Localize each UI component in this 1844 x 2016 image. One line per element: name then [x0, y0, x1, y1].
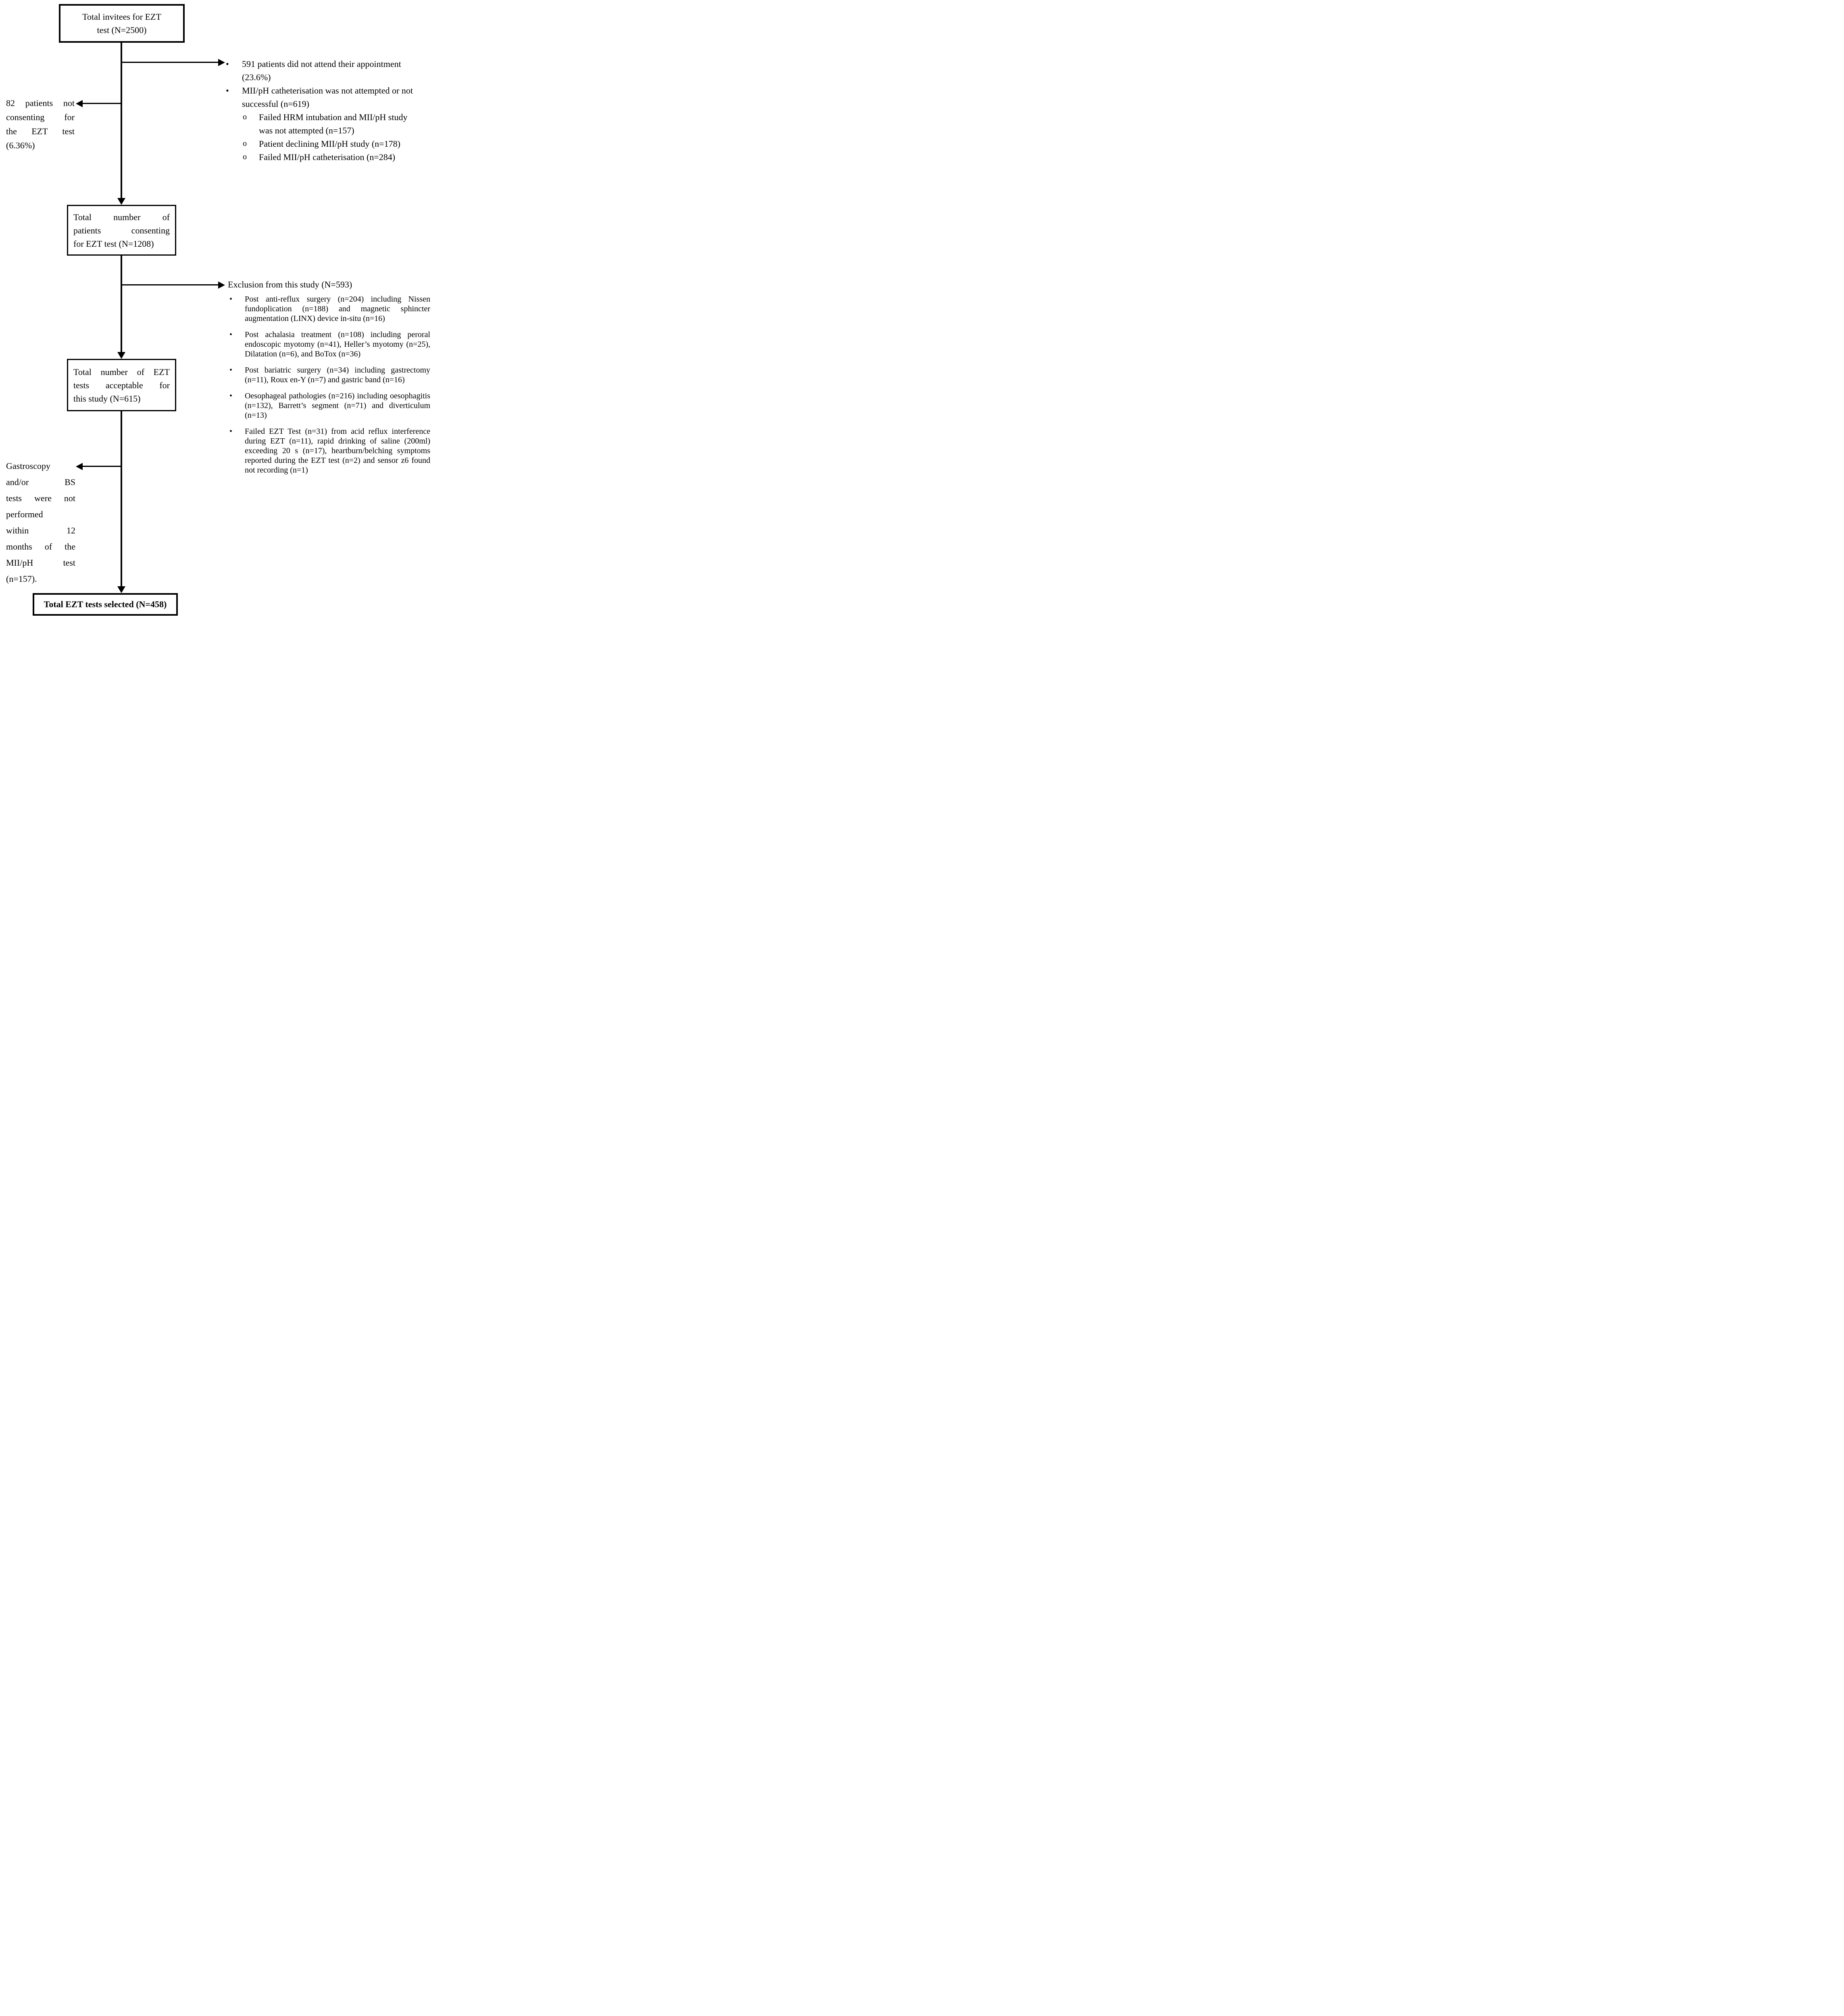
exclusion-list: Exclusion from this study (N=593) • Post… [228, 280, 448, 475]
note-gastroscopy-line5: within 12 [6, 525, 75, 535]
box-total-consenting-line1: Total number of [73, 212, 170, 222]
box-total-selected-label: Total EZT tests selected (N=458) [44, 599, 167, 609]
note-gastroscopy-line4: performed [6, 509, 43, 519]
box-total-acceptable-line3: this study (N=615) [73, 393, 141, 404]
list-item: o Failed HRM intubation and MII/pH study… [243, 110, 422, 137]
list-item-text: Patient declining MII/pH study (n=178) [259, 139, 400, 149]
box-total-consenting-line2: patients consenting [73, 225, 170, 235]
note-gastroscopy-line1: Gastroscopy [6, 461, 50, 471]
box-total-invitees: Total invitees for EZT test (N=2500) [59, 4, 185, 43]
bullet-icon: • [229, 366, 233, 375]
arrowhead-down-icon [117, 586, 125, 593]
note-gastroscopy-line2: and/or BS [6, 477, 75, 487]
note-not-consenting-line2: consenting for [6, 112, 75, 122]
exclusion-header: Exclusion from this study (N=593) [228, 279, 352, 289]
connector-branch-exclusion [121, 284, 218, 285]
connector-branch-not-consenting [83, 103, 121, 104]
note-gastroscopy-line8: (n=157). [6, 574, 37, 584]
list-item-text: Oesophageal pathologies (n=216) includin… [245, 392, 430, 420]
connector-spine-segment-1 [121, 43, 122, 198]
box-total-invitees-line2: test (N=2500) [97, 25, 147, 35]
list-item: o Failed MII/pH catheterisation (n=284) [243, 150, 422, 164]
bullet-icon: • [229, 330, 233, 339]
note-gastroscopy-line6: months of the [6, 541, 75, 552]
box-total-consenting-line3: for EZT test (N=1208) [73, 238, 154, 249]
note-not-consenting-line4: (6.36%) [6, 140, 35, 150]
connector-spine-segment-3 [121, 411, 122, 587]
list-item: • Post bariatric surgery (n=34) includin… [228, 365, 448, 385]
bullet-icon: • [229, 427, 233, 436]
arrowhead-right-icon [218, 281, 225, 289]
box-total-invitees-line1: Total invitees for EZT [82, 12, 161, 22]
box-total-acceptable-line1: Total number of EZT [73, 367, 170, 377]
box-total-selected: Total EZT tests selected (N=458) [33, 593, 178, 616]
arrowhead-left-icon [76, 100, 83, 107]
note-gastroscopy-line3: tests were not [6, 493, 75, 503]
attrition-list: • 591 patients did not attend their appo… [226, 57, 422, 164]
list-item-text: Failed HRM intubation and MII/pH study w… [259, 112, 408, 135]
bullet-icon: • [226, 85, 229, 96]
box-total-consenting: Total number of patients consenting for … [67, 205, 176, 256]
list-item: • Oesophageal pathologies (n=216) includ… [228, 391, 448, 420]
circle-bullet-icon: o [243, 152, 247, 161]
list-item-text: Post achalasia treatment (n=108) includi… [245, 330, 430, 358]
arrowhead-down-icon [117, 198, 125, 205]
bullet-icon: • [229, 295, 233, 304]
list-item-text: Failed EZT Test (n=31) from acid reflux … [245, 427, 430, 475]
list-item-text: Post bariatric surgery (n=34) including … [245, 366, 430, 384]
flow-diagram: Total invitees for EZT test (N=2500) 82 … [0, 0, 461, 619]
list-item: • MII/pH catheterisation was not attempt… [226, 84, 422, 110]
list-item: • 591 patients did not attend their appo… [226, 57, 422, 84]
circle-bullet-icon: o [243, 112, 247, 121]
circle-bullet-icon: o [243, 139, 247, 148]
list-item: o Patient declining MII/pH study (n=178) [243, 137, 422, 150]
note-not-consenting: 82 patients not consenting for the EZT t… [6, 96, 75, 152]
connector-spine-segment-2 [121, 256, 122, 352]
note-not-consenting-line3: the EZT test [6, 126, 75, 136]
list-item: • Post achalasia treatment (n=108) inclu… [228, 330, 448, 359]
list-item-text: Failed MII/pH catheterisation (n=284) [259, 152, 396, 162]
list-item-text: MII/pH catheterisation was not attempted… [242, 85, 413, 109]
connector-branch-attrition [121, 62, 218, 63]
bullet-icon: • [229, 392, 233, 400]
note-gastroscopy-line7: MII/pH test [6, 558, 75, 568]
bullet-icon: • [226, 59, 229, 69]
note-gastroscopy: Gastroscopy and/or BS tests were not per… [6, 458, 75, 587]
arrowhead-right-icon [218, 59, 225, 66]
connector-branch-gastroscopy [83, 466, 121, 467]
box-total-acceptable-line2: tests acceptable for [73, 380, 170, 390]
note-not-consenting-line1: 82 patients not [6, 98, 75, 108]
arrowhead-left-icon [76, 463, 83, 470]
box-total-acceptable: Total number of EZT tests acceptable for… [67, 359, 176, 411]
list-item-text: Post anti-reflux surgery (n=204) includi… [245, 295, 430, 323]
list-item: • Post anti-reflux surgery (n=204) inclu… [228, 294, 448, 323]
list-item-text: 591 patients did not attend their appoin… [242, 59, 401, 82]
arrowhead-down-icon [117, 352, 125, 359]
list-item: • Failed EZT Test (n=31) from acid reflu… [228, 427, 448, 475]
